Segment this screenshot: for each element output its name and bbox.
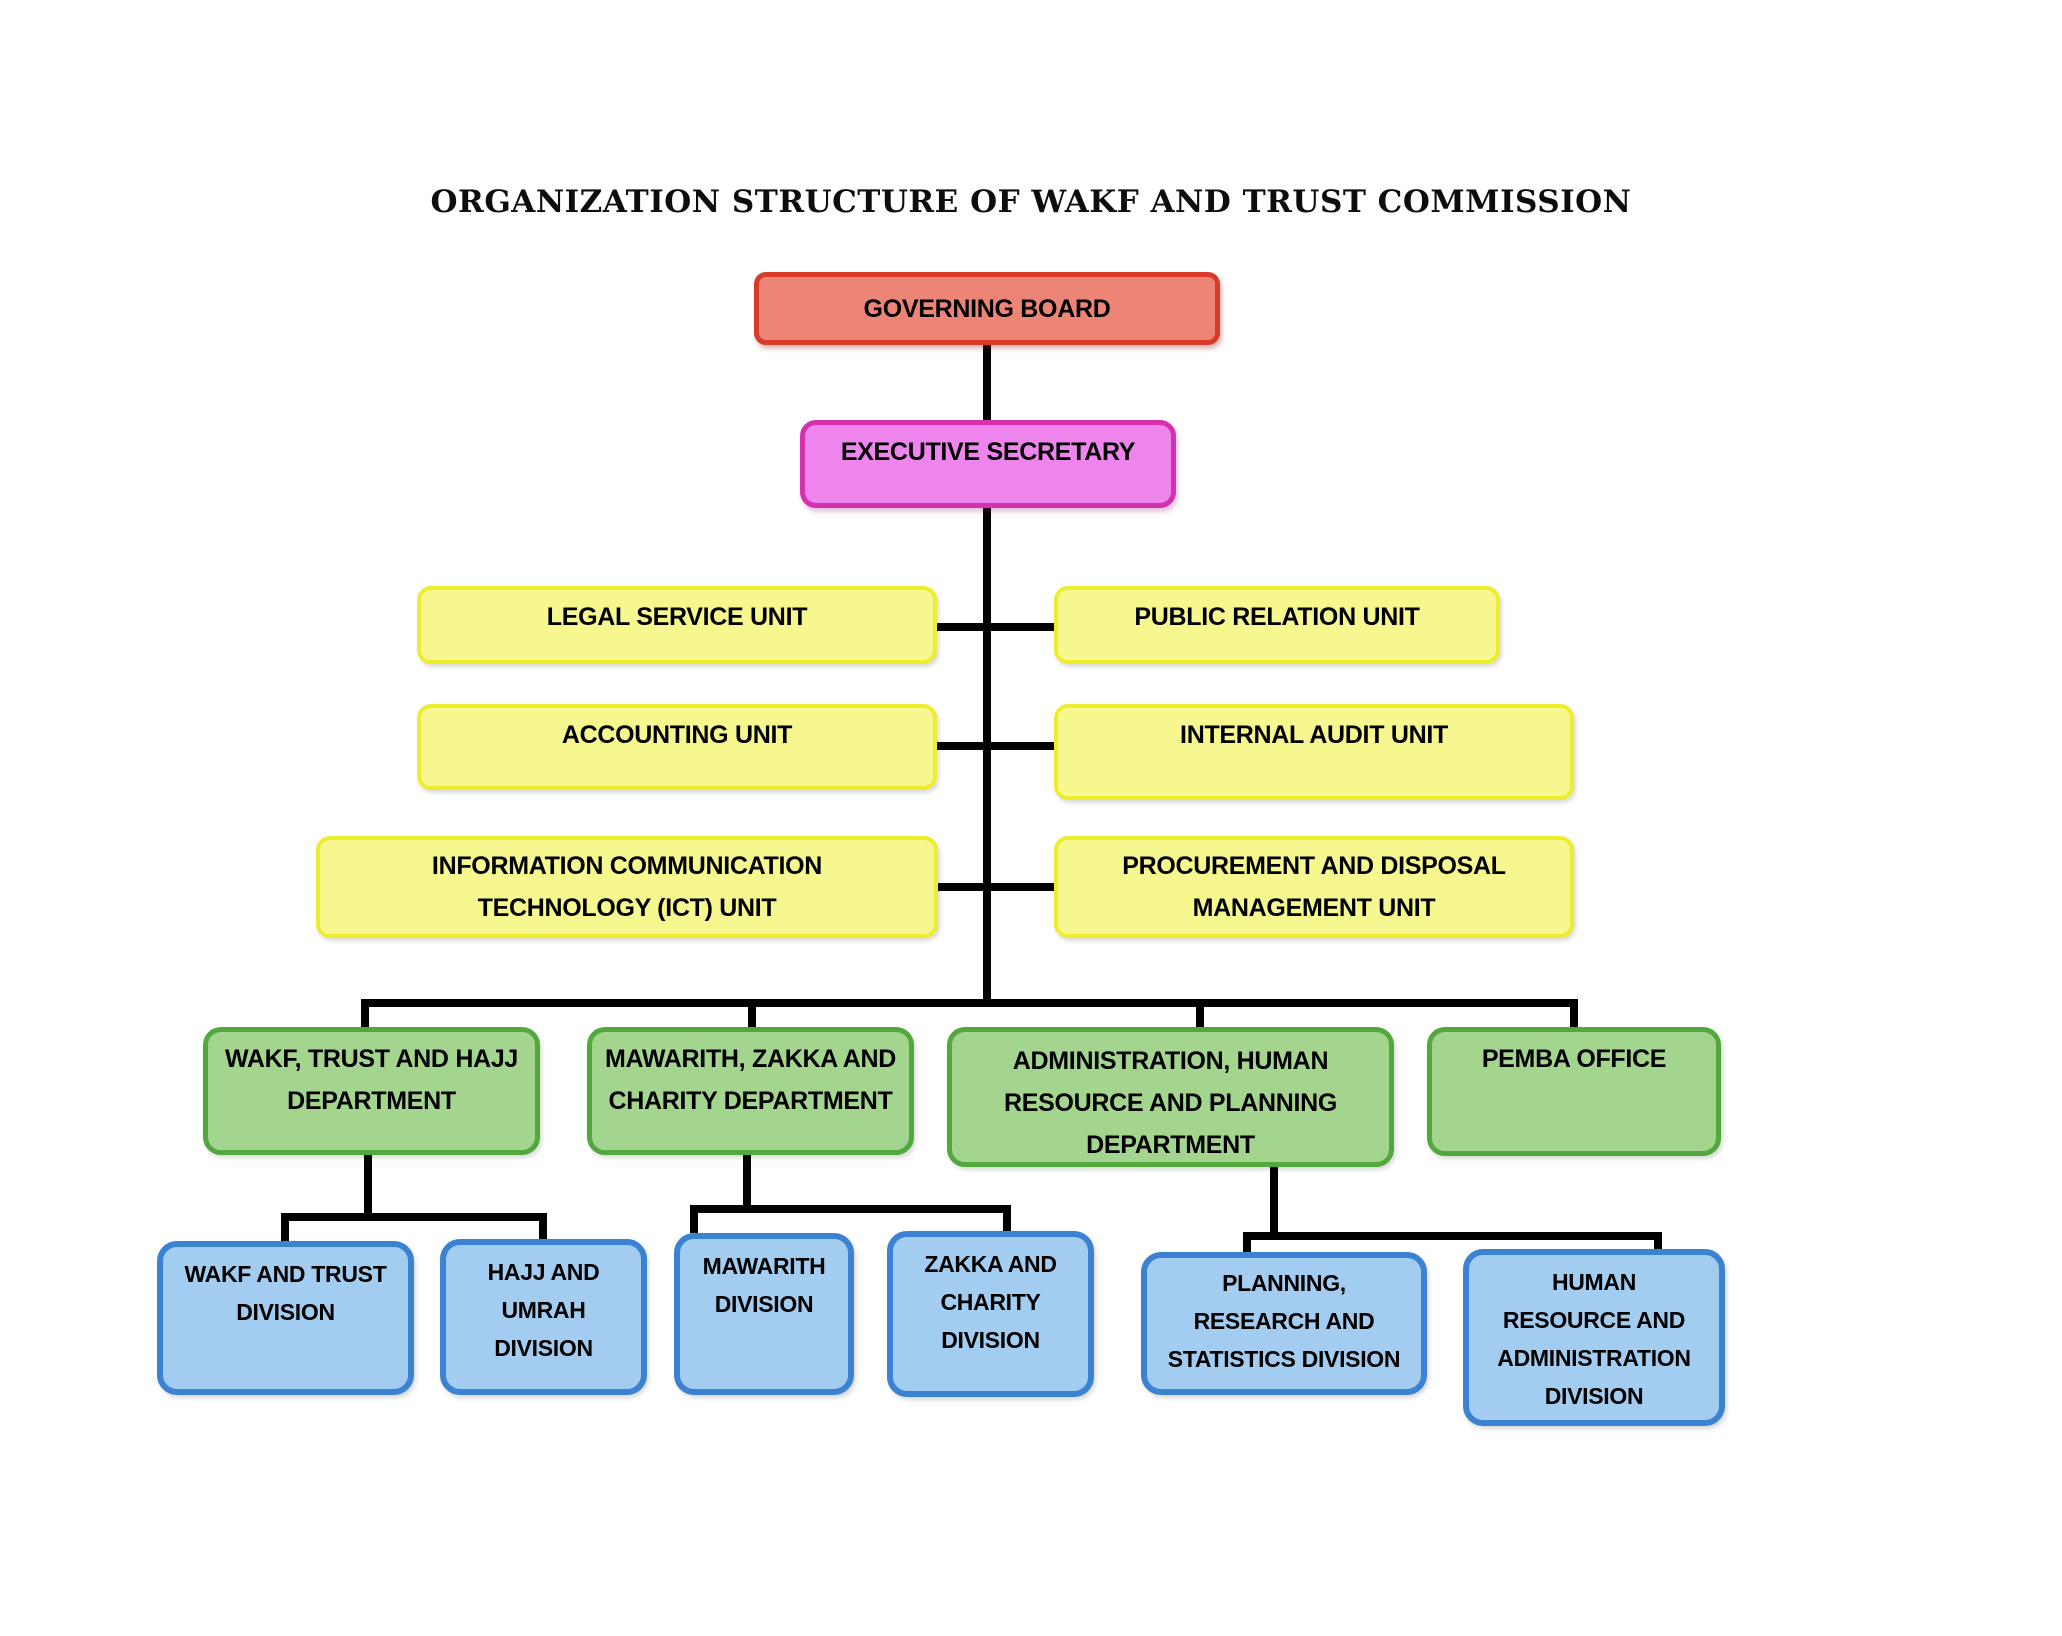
node-pemba-office-label: PEMBA OFFICE [1481,1045,1667,1073]
node-wakf-trust-division-label: WAKF AND TRUST DIVISION [184,1261,387,1325]
node-governing-board: GOVERNING BOARD [754,272,1220,345]
node-mawarith-zakka-department-label: MAWARITH, ZAKKA AND CHARITY DEPARTMENT [604,1045,897,1115]
node-ict-unit-label: INFORMATION COMMUNICATION TECHNOLOGY (IC… [431,852,823,922]
node-wakf-trust-hajj-department: WAKF, TRUST AND HAJJ DEPARTMENT [203,1027,540,1155]
page-title: ORGANIZATION STRUCTURE OF WAKF AND TRUST… [430,184,1632,220]
node-procurement-unit-label: PROCUREMENT AND DISPOSAL MANAGEMENT UNIT [1122,852,1506,922]
node-planning-research-division-label: PLANNING, RESEARCH AND STATISTICS DIVISI… [1167,1270,1401,1372]
node-accounting-unit: ACCOUNTING UNIT [417,704,937,790]
node-internal-audit-unit-label: INTERNAL AUDIT UNIT [1180,721,1448,749]
node-executive-secretary: EXECUTIVE SECRETARY [800,420,1176,508]
node-procurement-unit: PROCUREMENT AND DISPOSAL MANAGEMENT UNIT [1054,836,1574,938]
node-governing-board-label: GOVERNING BOARD [863,294,1111,323]
node-zakka-charity-division: ZAKKA AND CHARITY DIVISION [887,1231,1094,1397]
node-hajj-umrah-division: HAJJ AND UMRAH DIVISION [440,1239,647,1395]
node-legal-service-unit-label: LEGAL SERVICE UNIT [546,603,808,631]
node-mawarith-zakka-department: MAWARITH, ZAKKA AND CHARITY DEPARTMENT [587,1027,914,1155]
node-hajj-umrah-division-label: HAJJ AND UMRAH DIVISION [487,1259,600,1361]
node-mawarith-division-label: MAWARITH DIVISION [702,1253,826,1317]
node-wakf-trust-hajj-department-label: WAKF, TRUST AND HAJJ DEPARTMENT [224,1045,519,1115]
node-human-resource-division: HUMAN RESOURCE AND ADMINISTRATION DIVISI… [1463,1249,1725,1426]
node-internal-audit-unit: INTERNAL AUDIT UNIT [1054,704,1574,800]
node-accounting-unit-label: ACCOUNTING UNIT [561,721,793,749]
node-public-relation-unit-label: PUBLIC RELATION UNIT [1134,603,1420,631]
node-human-resource-division-label: HUMAN RESOURCE AND ADMINISTRATION DIVISI… [1497,1269,1691,1409]
node-public-relation-unit: PUBLIC RELATION UNIT [1054,586,1500,664]
node-legal-service-unit: LEGAL SERVICE UNIT [417,586,937,664]
node-pemba-office: PEMBA OFFICE [1427,1027,1721,1156]
node-ict-unit: INFORMATION COMMUNICATION TECHNOLOGY (IC… [316,836,938,938]
node-mawarith-division: MAWARITH DIVISION [674,1233,854,1395]
node-zakka-charity-division-label: ZAKKA AND CHARITY DIVISION [924,1251,1057,1353]
node-admin-hr-planning-department-label: ADMINISTRATION, HUMAN RESOURCE AND PLANN… [1003,1047,1338,1159]
node-executive-secretary-label: EXECUTIVE SECRETARY [840,438,1136,466]
node-planning-research-division: PLANNING, RESEARCH AND STATISTICS DIVISI… [1141,1252,1427,1395]
node-wakf-trust-division: WAKF AND TRUST DIVISION [157,1241,414,1395]
node-admin-hr-planning-department: ADMINISTRATION, HUMAN RESOURCE AND PLANN… [947,1027,1394,1167]
